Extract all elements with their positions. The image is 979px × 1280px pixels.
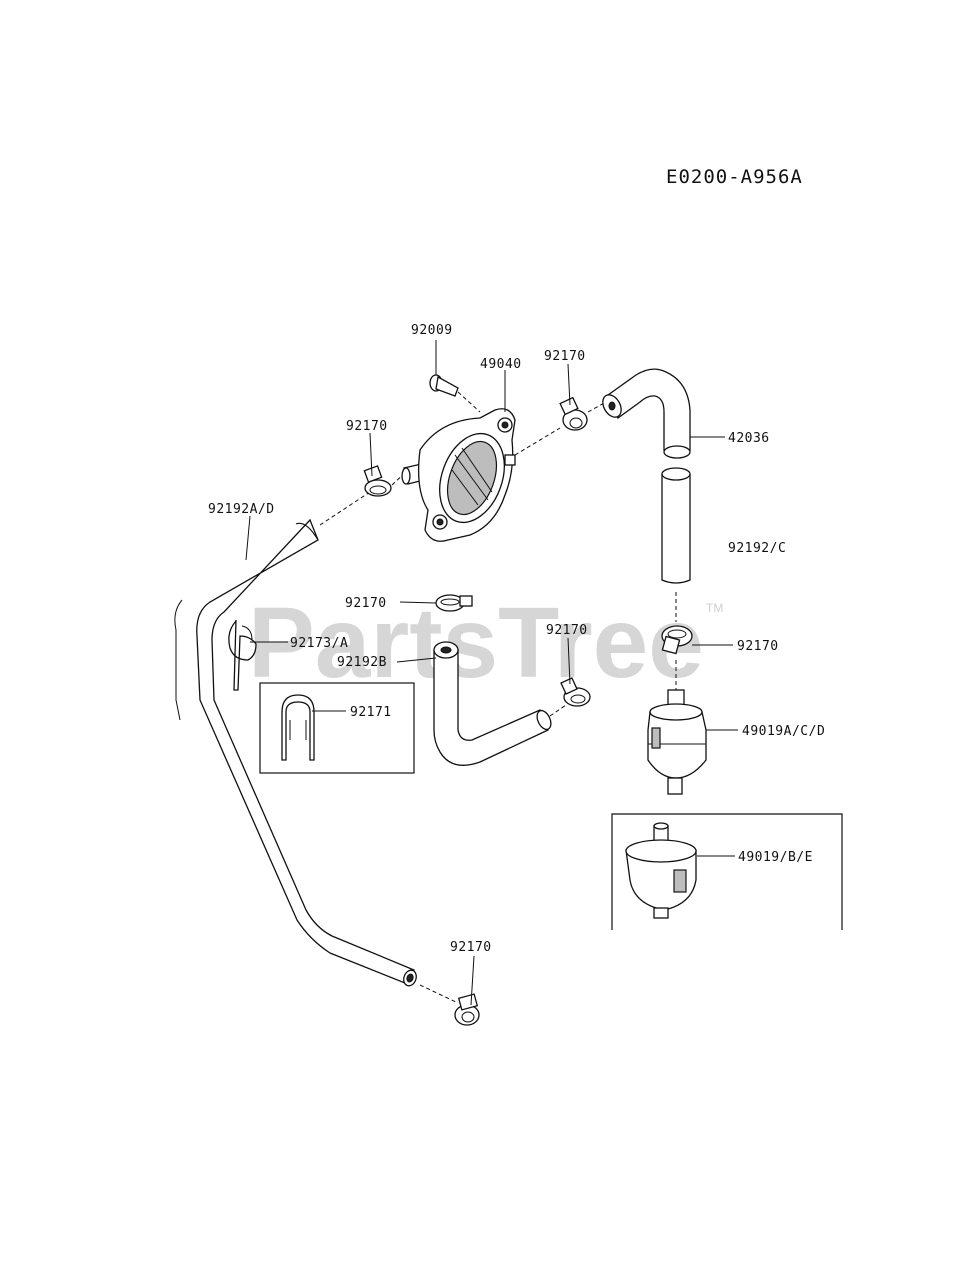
bolt[interactable] bbox=[429, 374, 459, 397]
watermark-trademark: TM bbox=[706, 601, 723, 615]
fuel-filter[interactable] bbox=[647, 689, 707, 795]
hose-long[interactable] bbox=[174, 518, 419, 988]
clamp-pump-left[interactable] bbox=[363, 465, 392, 497]
label-clamp-pump-left: 92170 bbox=[346, 419, 388, 434]
hose-elbow[interactable] bbox=[599, 368, 691, 459]
label-hose-bent: 92192B bbox=[337, 655, 387, 670]
hose-straight[interactable] bbox=[661, 467, 691, 584]
clamp-top-right[interactable] bbox=[559, 396, 588, 431]
label-clamp-right: 92170 bbox=[737, 639, 779, 654]
leader-lines bbox=[245, 340, 738, 1006]
label-clamp-bottom: 92170 bbox=[450, 940, 492, 955]
label-clamp-hose-b: 92170 bbox=[546, 623, 588, 638]
fuel-pump[interactable] bbox=[401, 408, 516, 542]
label-filter: 49019A/C/D bbox=[742, 724, 825, 739]
diagram-code: E0200-A956A bbox=[666, 166, 803, 188]
watermark-text: PartsTree bbox=[248, 587, 704, 699]
label-bolt: 92009 bbox=[411, 323, 453, 338]
clamp-right[interactable] bbox=[661, 625, 693, 655]
filter-inset-box bbox=[611, 813, 843, 930]
label-clip: 92173/A bbox=[290, 636, 348, 651]
clip-inset-box bbox=[259, 682, 415, 774]
clamp-hose-b[interactable] bbox=[560, 677, 591, 707]
clip[interactable] bbox=[228, 619, 257, 691]
hose-bent[interactable] bbox=[433, 641, 554, 766]
label-hose-elbow: 42036 bbox=[728, 431, 770, 446]
label-clip-inset: 92171 bbox=[350, 705, 392, 720]
label-filter-inset: 49019/B/E bbox=[738, 850, 813, 865]
clamp-bottom[interactable] bbox=[454, 993, 480, 1026]
clip-inset[interactable] bbox=[281, 694, 315, 761]
fuel-filter-inset[interactable] bbox=[625, 822, 697, 919]
label-clamp-middle: 92170 bbox=[345, 596, 387, 611]
label-hose-straight: 92192/C bbox=[728, 541, 786, 556]
label-clamp-top-right: 92170 bbox=[544, 349, 586, 364]
label-hose-long: 92192A/D bbox=[208, 502, 275, 517]
label-fuel-pump: 49040 bbox=[480, 357, 522, 372]
